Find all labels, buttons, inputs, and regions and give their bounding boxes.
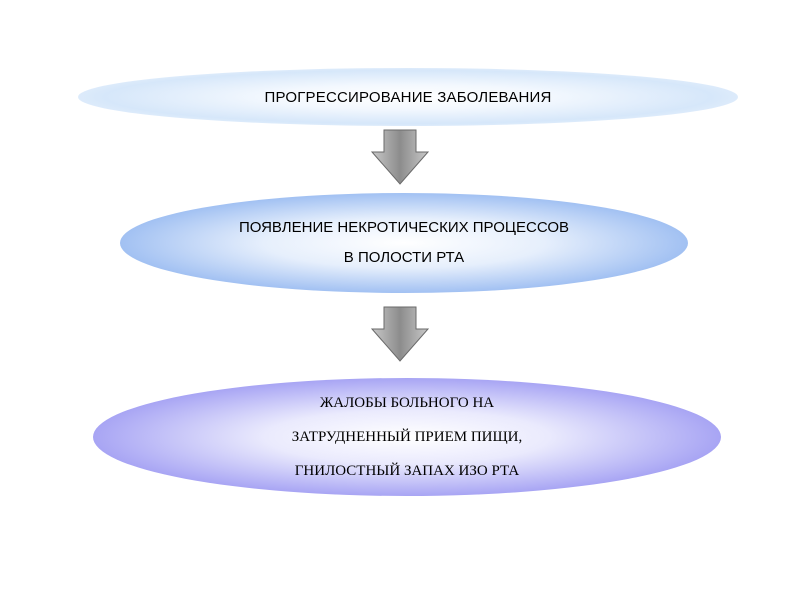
step-2-line-1: ПОЯВЛЕНИЕ НЕКРОТИЧЕСКИХ ПРОЦЕССОВ [238, 219, 570, 236]
down-arrow-icon [370, 306, 430, 362]
step-3-line-2: ЗАТРУДНЕННЫЙ ПРИЕМ ПИЩИ, [291, 429, 523, 445]
step-1-line-1: ПРОГРЕССИРОВАНИЕ ЗАБОЛЕВАНИЯ [264, 88, 552, 106]
step-3-line-3: ГНИЛОСТНЫЙ ЗАПАХ ИЗО РТА [294, 463, 520, 479]
step-2-line-2: В ПОЛОСТИ РТА [343, 249, 465, 266]
step-necrotic-processes: ПОЯВЛЕНИЕ НЕКРОТИЧЕСКИХ ПРОЦЕССОВ В ПОЛО… [120, 193, 688, 293]
down-arrow-icon [370, 129, 430, 185]
step-disease-progression: ПРОГРЕССИРОВАНИЕ ЗАБОЛЕВАНИЯ [78, 68, 738, 126]
step-patient-complaints: ЖАЛОБЫ БОЛЬНОГО НА ЗАТРУДНЕННЫЙ ПРИЕМ ПИ… [93, 378, 721, 496]
step-3-line-1: ЖАЛОБЫ БОЛЬНОГО НА [319, 395, 495, 411]
